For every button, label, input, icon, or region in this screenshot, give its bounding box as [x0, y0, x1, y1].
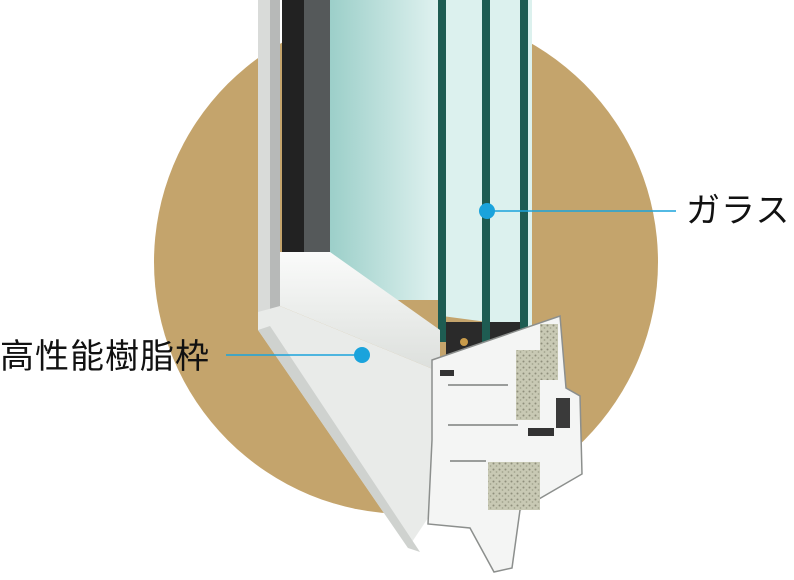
resin-frame-label: 高性能樹脂枠 [0, 337, 210, 377]
chamber-line-3 [450, 460, 486, 462]
desiccant-1 [460, 338, 468, 346]
chamber-line-1 [448, 384, 508, 386]
glass-edge-2 [482, 0, 490, 342]
glass-edge-1 [438, 0, 446, 342]
sash-grey-stile [304, 0, 330, 252]
resin-frame-section [427, 314, 583, 573]
gasket-1 [440, 370, 454, 376]
gasket-3 [556, 398, 570, 428]
sill-lower-lip [258, 326, 420, 552]
sill-front-face [258, 306, 440, 548]
gasket-2 [528, 428, 554, 436]
glass-pane-back [330, 0, 442, 300]
reinforcement-lower [488, 462, 540, 510]
frame-callout-dot [354, 347, 370, 363]
reinforcement-side [540, 324, 558, 380]
reinforcement-upper [516, 350, 540, 420]
frame-left-shadow [270, 0, 280, 312]
sash-dark-stile [282, 0, 304, 256]
chamber-line-2 [448, 424, 518, 426]
glass-callout-dot [479, 203, 495, 219]
glass-label: ガラス [686, 191, 791, 231]
glass-edge-3 [520, 0, 528, 340]
sill-top-face [280, 252, 440, 372]
